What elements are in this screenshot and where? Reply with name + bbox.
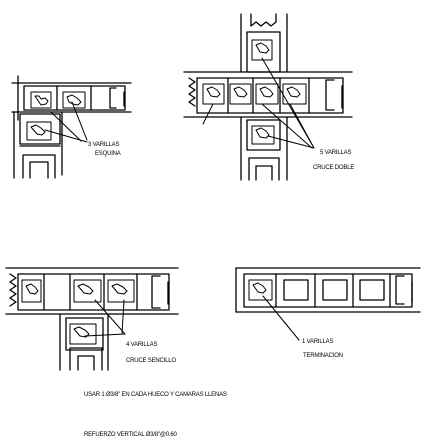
single-cross-label-bars: 4 VARILLAS <box>126 342 158 348</box>
single-cross-wall-detail <box>5 267 179 371</box>
single-cross-label-type: CRUCE SENCILLO <box>126 358 176 364</box>
termination-label-type: TERMINACION <box>303 353 343 359</box>
double-cross-label-bars: 5 VARILLAS <box>320 150 352 156</box>
corner-wall-detail <box>11 75 132 179</box>
corner-label-bars: 3 VARILLAS <box>88 142 120 148</box>
corner-label-type: ESQUINA <box>95 151 121 157</box>
termination-label-bars: 1 VARILLAS <box>302 339 334 345</box>
fill-note: USAR 1 Ø3/8" EN CADA HUECO Y CAMARAS LLE… <box>84 392 227 398</box>
termination-wall-detail <box>235 267 421 341</box>
double-cross-label-type: CRUCE DOBLE <box>313 165 355 171</box>
vertical-reinforcement-note: REFUERZO VERTICAL Ø3/8"@0.60 <box>84 432 177 438</box>
double-cross-wall-detail <box>183 13 353 181</box>
